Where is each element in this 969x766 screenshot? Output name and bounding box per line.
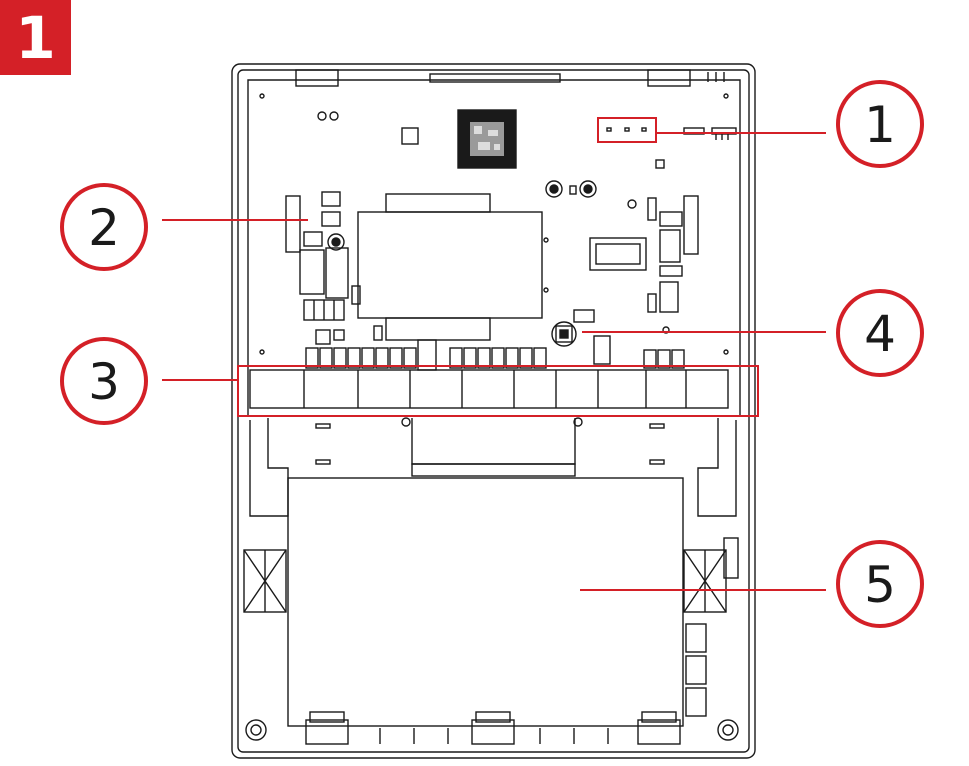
callout-5: 5 bbox=[836, 540, 924, 628]
figure-number-badge: 1 bbox=[0, 0, 71, 75]
terminal-block-row bbox=[249, 347, 729, 409]
power-supply-module bbox=[285, 191, 361, 321]
callout-1: 1 bbox=[836, 80, 924, 168]
callout-3-number: 3 bbox=[88, 353, 120, 411]
callout-5-number: 5 bbox=[864, 556, 896, 614]
callout-4-number: 4 bbox=[864, 305, 896, 363]
callout-2: 2 bbox=[60, 183, 148, 271]
callout-2-number: 2 bbox=[88, 199, 120, 257]
callout-4: 4 bbox=[836, 289, 924, 377]
status-leds-highlight bbox=[597, 117, 657, 143]
callout-3: 3 bbox=[60, 337, 148, 425]
terminal-screws bbox=[305, 347, 685, 369]
terminal-row-highlight bbox=[237, 365, 759, 417]
qr-label bbox=[457, 109, 517, 169]
main-module bbox=[357, 211, 543, 319]
battery-compartment bbox=[287, 477, 684, 727]
enclosure-outline bbox=[231, 63, 756, 759]
tamper-switch bbox=[551, 321, 577, 347]
callout-1-number: 1 bbox=[864, 96, 896, 154]
